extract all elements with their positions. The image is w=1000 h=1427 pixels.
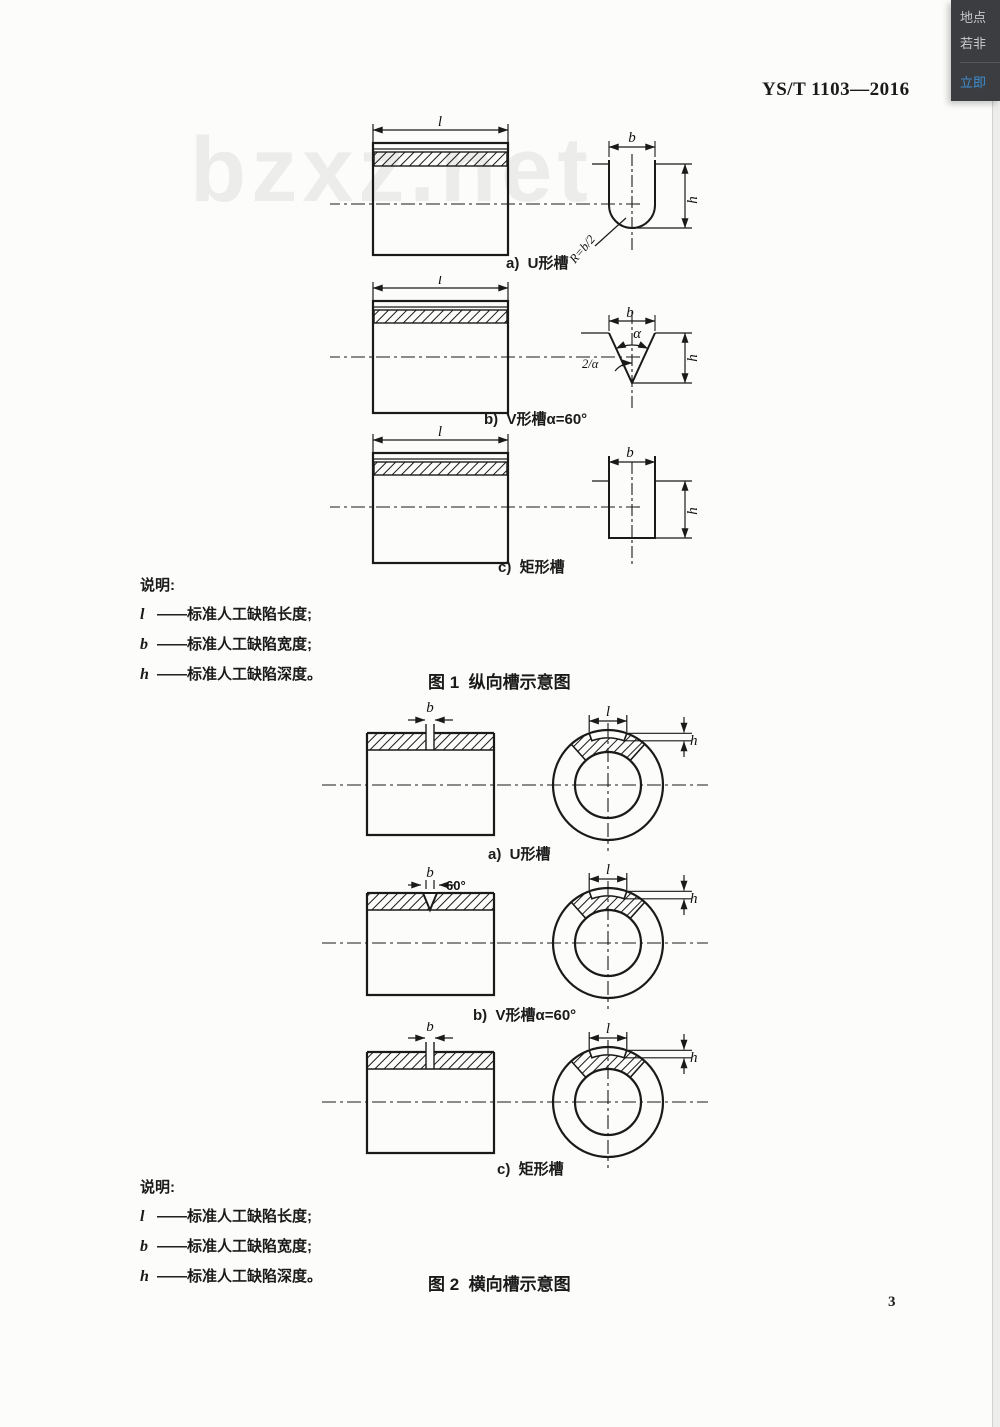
- figure1-rect-groove-diagram: l b h: [330, 426, 700, 565]
- dim-label-l: l: [606, 1022, 610, 1037]
- fig2a-graphics: b l h: [322, 700, 708, 851]
- fig2c-graphics: b l h: [322, 1022, 708, 1168]
- figure2-rect-groove-diagram: b l h: [322, 1022, 708, 1192]
- legend-desc: ——标准人工缺陷深度。: [157, 1268, 323, 1285]
- dim-label-h: h: [685, 354, 700, 362]
- figure1-sub-c-caption: c) 矩形槽: [498, 559, 565, 576]
- figure2-sub-c-caption: c) 矩形槽: [497, 1161, 564, 1178]
- figure2-sub-b-caption: b) V形槽α=60°: [473, 1007, 577, 1024]
- legend-item: h ——标准人工缺陷深度。: [140, 1265, 322, 1286]
- dim-label-radius: R=b/2: [566, 232, 598, 266]
- figure2-caption: 图 2 横向槽示意图: [428, 1275, 571, 1294]
- legend-item: h ——标准人工缺陷深度。: [140, 663, 322, 684]
- dim-label-h: h: [685, 507, 700, 515]
- page-right-edge: [992, 0, 1000, 1427]
- dim-label-h: h: [690, 891, 698, 907]
- legend-symbol: l: [140, 1208, 145, 1225]
- legend-item: b ——标准人工缺陷宽度;: [140, 633, 322, 654]
- legend-desc: ——标准人工缺陷宽度;: [157, 636, 312, 653]
- figure2-u-groove-diagram: b l h: [322, 700, 708, 860]
- tube-cross-section: [553, 715, 692, 851]
- dim-label-b: b: [426, 1022, 434, 1035]
- fig1c-graphics: l b h: [330, 426, 700, 565]
- rect-section-profile: [608, 456, 656, 539]
- dim-label-b: b: [426, 865, 434, 881]
- overlay-action-link[interactable]: 立即: [960, 75, 987, 90]
- dim-label-b: b: [628, 130, 636, 146]
- fig2b-graphics: b 60° l h: [322, 862, 708, 1009]
- overlay-text-1: 地点: [960, 10, 987, 25]
- figure2-v-groove-diagram: b 60° l h: [322, 862, 708, 1028]
- figure1-caption: 图 1 纵向槽示意图: [428, 673, 571, 692]
- legend-desc: ——标准人工缺陷深度。: [157, 666, 323, 683]
- overlay-panel: 地点 若非 立即: [951, 0, 1000, 101]
- dim-label-h: h: [690, 733, 698, 749]
- fig1b-graphics: l b α 2/α h: [330, 276, 700, 415]
- legend-symbol: b: [140, 1238, 148, 1255]
- legend-desc: ——标准人工缺陷宽度;: [157, 1238, 312, 1255]
- dim-label-l: l: [606, 862, 610, 878]
- legend-title: 说明:: [140, 1179, 175, 1196]
- dim-label-h: h: [685, 196, 700, 204]
- legend-symbol: b: [140, 636, 148, 653]
- fig1a-graphics: l b h R=b/2: [330, 116, 700, 267]
- legend-desc: ——标准人工缺陷长度;: [157, 606, 312, 623]
- figure1-v-groove-diagram: l b α 2/α h: [330, 276, 700, 415]
- figure2-sub-a-caption: a) U形槽: [488, 846, 551, 863]
- standard-number: YS/T 1103—2016: [762, 79, 910, 100]
- legend-title: 说明:: [140, 577, 175, 594]
- dim-label-l: l: [606, 704, 610, 720]
- dim-label-alpha-half: 2/α: [582, 357, 599, 371]
- legend-item: l ——标准人工缺陷长度;: [140, 1205, 322, 1226]
- legend-desc: ——标准人工缺陷长度;: [157, 1208, 312, 1225]
- tube-cross-section: [553, 1032, 692, 1168]
- dim-label-angle: 60°: [446, 878, 466, 893]
- figure1-sub-a-caption: a) U形槽: [506, 255, 569, 272]
- legend-item: l ——标准人工缺陷长度;: [140, 603, 322, 624]
- legend-symbol: h: [140, 666, 149, 683]
- tube-cross-section: [553, 873, 692, 1009]
- overlay-divider: [960, 62, 1000, 63]
- dim-label-b: b: [626, 445, 634, 461]
- figure1-legend: 说明: l ——标准人工缺陷长度; b ——标准人工缺陷宽度; h ——标准人工缺陷深…: [140, 574, 322, 693]
- figure2-legend: 说明: l ——标准人工缺陷长度; b ——标准人工缺陷宽度; h ——标准人工缺陷深…: [140, 1176, 322, 1295]
- dim-label-l: l: [438, 276, 442, 288]
- legend-symbol: h: [140, 1268, 149, 1285]
- overlay-text-2: 若非: [960, 36, 987, 51]
- v-notch: [421, 892, 439, 913]
- figure1-sub-b-caption: b) V形槽α=60°: [484, 411, 588, 428]
- dim-label-l: l: [438, 426, 442, 440]
- dim-label-b: b: [626, 305, 634, 321]
- dim-label-h: h: [690, 1050, 698, 1066]
- page-number: 3: [888, 1294, 896, 1310]
- dim-label-b: b: [426, 700, 434, 716]
- figure1-u-groove-diagram: l b h R=b/2: [330, 116, 700, 267]
- dim-label-alpha: α: [633, 326, 642, 342]
- legend-item: b ——标准人工缺陷宽度;: [140, 1235, 322, 1256]
- dim-label-l: l: [438, 116, 442, 130]
- legend-symbol: l: [140, 606, 145, 623]
